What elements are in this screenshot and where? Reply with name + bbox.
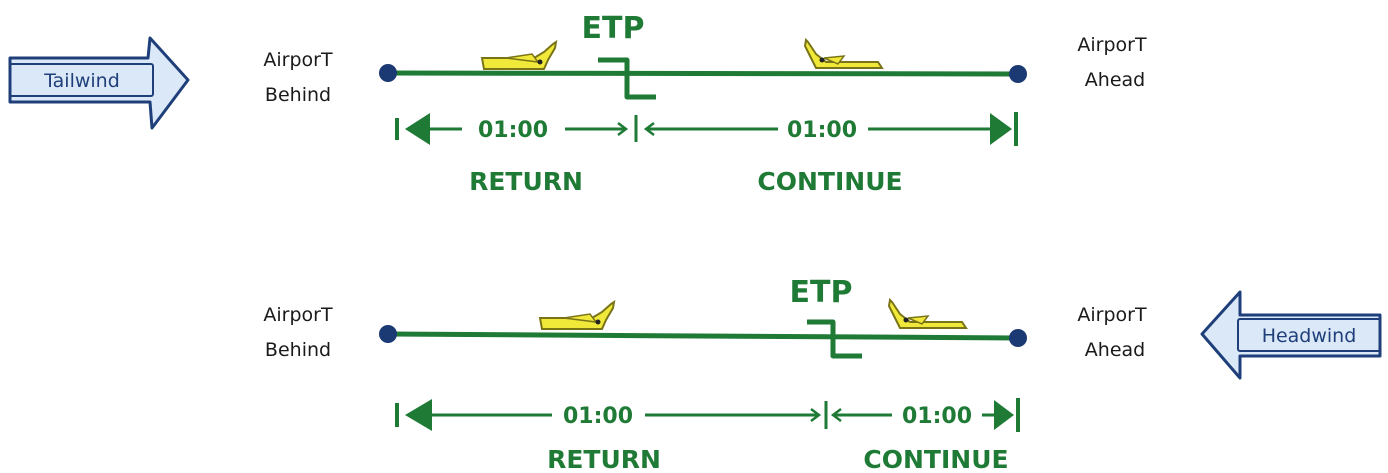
- continue-arrowhead: [994, 400, 1014, 430]
- airport-behind-dot: [379, 64, 397, 82]
- airport-behind-label-line1: AirporT: [263, 304, 333, 326]
- arrow-tip: [617, 122, 629, 136]
- arrow-tip: [810, 408, 822, 422]
- return-arrowhead: [405, 113, 430, 145]
- airplane-icon: [538, 299, 616, 330]
- tailwind-label: Tailwind: [43, 70, 120, 92]
- continue-label: CONTINUE: [863, 445, 1008, 473]
- return-arrowhead: [405, 399, 432, 431]
- tailwind-arrow-icon: [8, 36, 190, 130]
- route-line: [385, 70, 1021, 77]
- airport-ahead-label-line1: AirporT: [1077, 304, 1147, 326]
- headwind-arrow-icon: [1200, 290, 1382, 380]
- return-label: RETURN: [547, 445, 661, 473]
- airport-ahead-dot: [1009, 65, 1027, 83]
- etp-zigzag-icon: [598, 57, 656, 100]
- headwind-label: Headwind: [1262, 325, 1357, 347]
- continue-time: 01:00: [902, 404, 972, 429]
- airplane-icon: [803, 37, 884, 69]
- airport-behind-dot: [379, 325, 397, 343]
- return-time: 01:00: [478, 118, 548, 143]
- continue-time: 01:00: [787, 118, 857, 143]
- airport-behind-label-line2: Behind: [265, 339, 331, 361]
- etp-zigzag-icon: [807, 319, 862, 359]
- return-time: 01:00: [563, 404, 633, 429]
- airport-behind-label-line1: AirporT: [263, 49, 333, 71]
- airport-ahead-dot: [1009, 329, 1027, 347]
- airport-ahead-label-line2: Ahead: [1085, 69, 1145, 91]
- airport-ahead-label-line1: AirporT: [1077, 34, 1147, 56]
- airport-ahead-label-line2: Ahead: [1085, 339, 1145, 361]
- headwind-panel: Headwind AirporT Behind AirporT Ahead ET…: [263, 275, 1382, 473]
- route-line: [385, 331, 1021, 341]
- airplane-icon: [887, 297, 968, 329]
- etp-label: ETP: [582, 11, 645, 46]
- airport-behind-label-line2: Behind: [265, 84, 331, 106]
- continue-arrowhead: [990, 113, 1012, 145]
- tailwind-panel: Tailwind AirporT Behind AirporT Ahead ET…: [8, 11, 1147, 196]
- airplane-icon: [480, 39, 558, 70]
- continue-label: CONTINUE: [757, 167, 902, 196]
- etp-label: ETP: [790, 275, 853, 310]
- return-label: RETURN: [469, 167, 583, 196]
